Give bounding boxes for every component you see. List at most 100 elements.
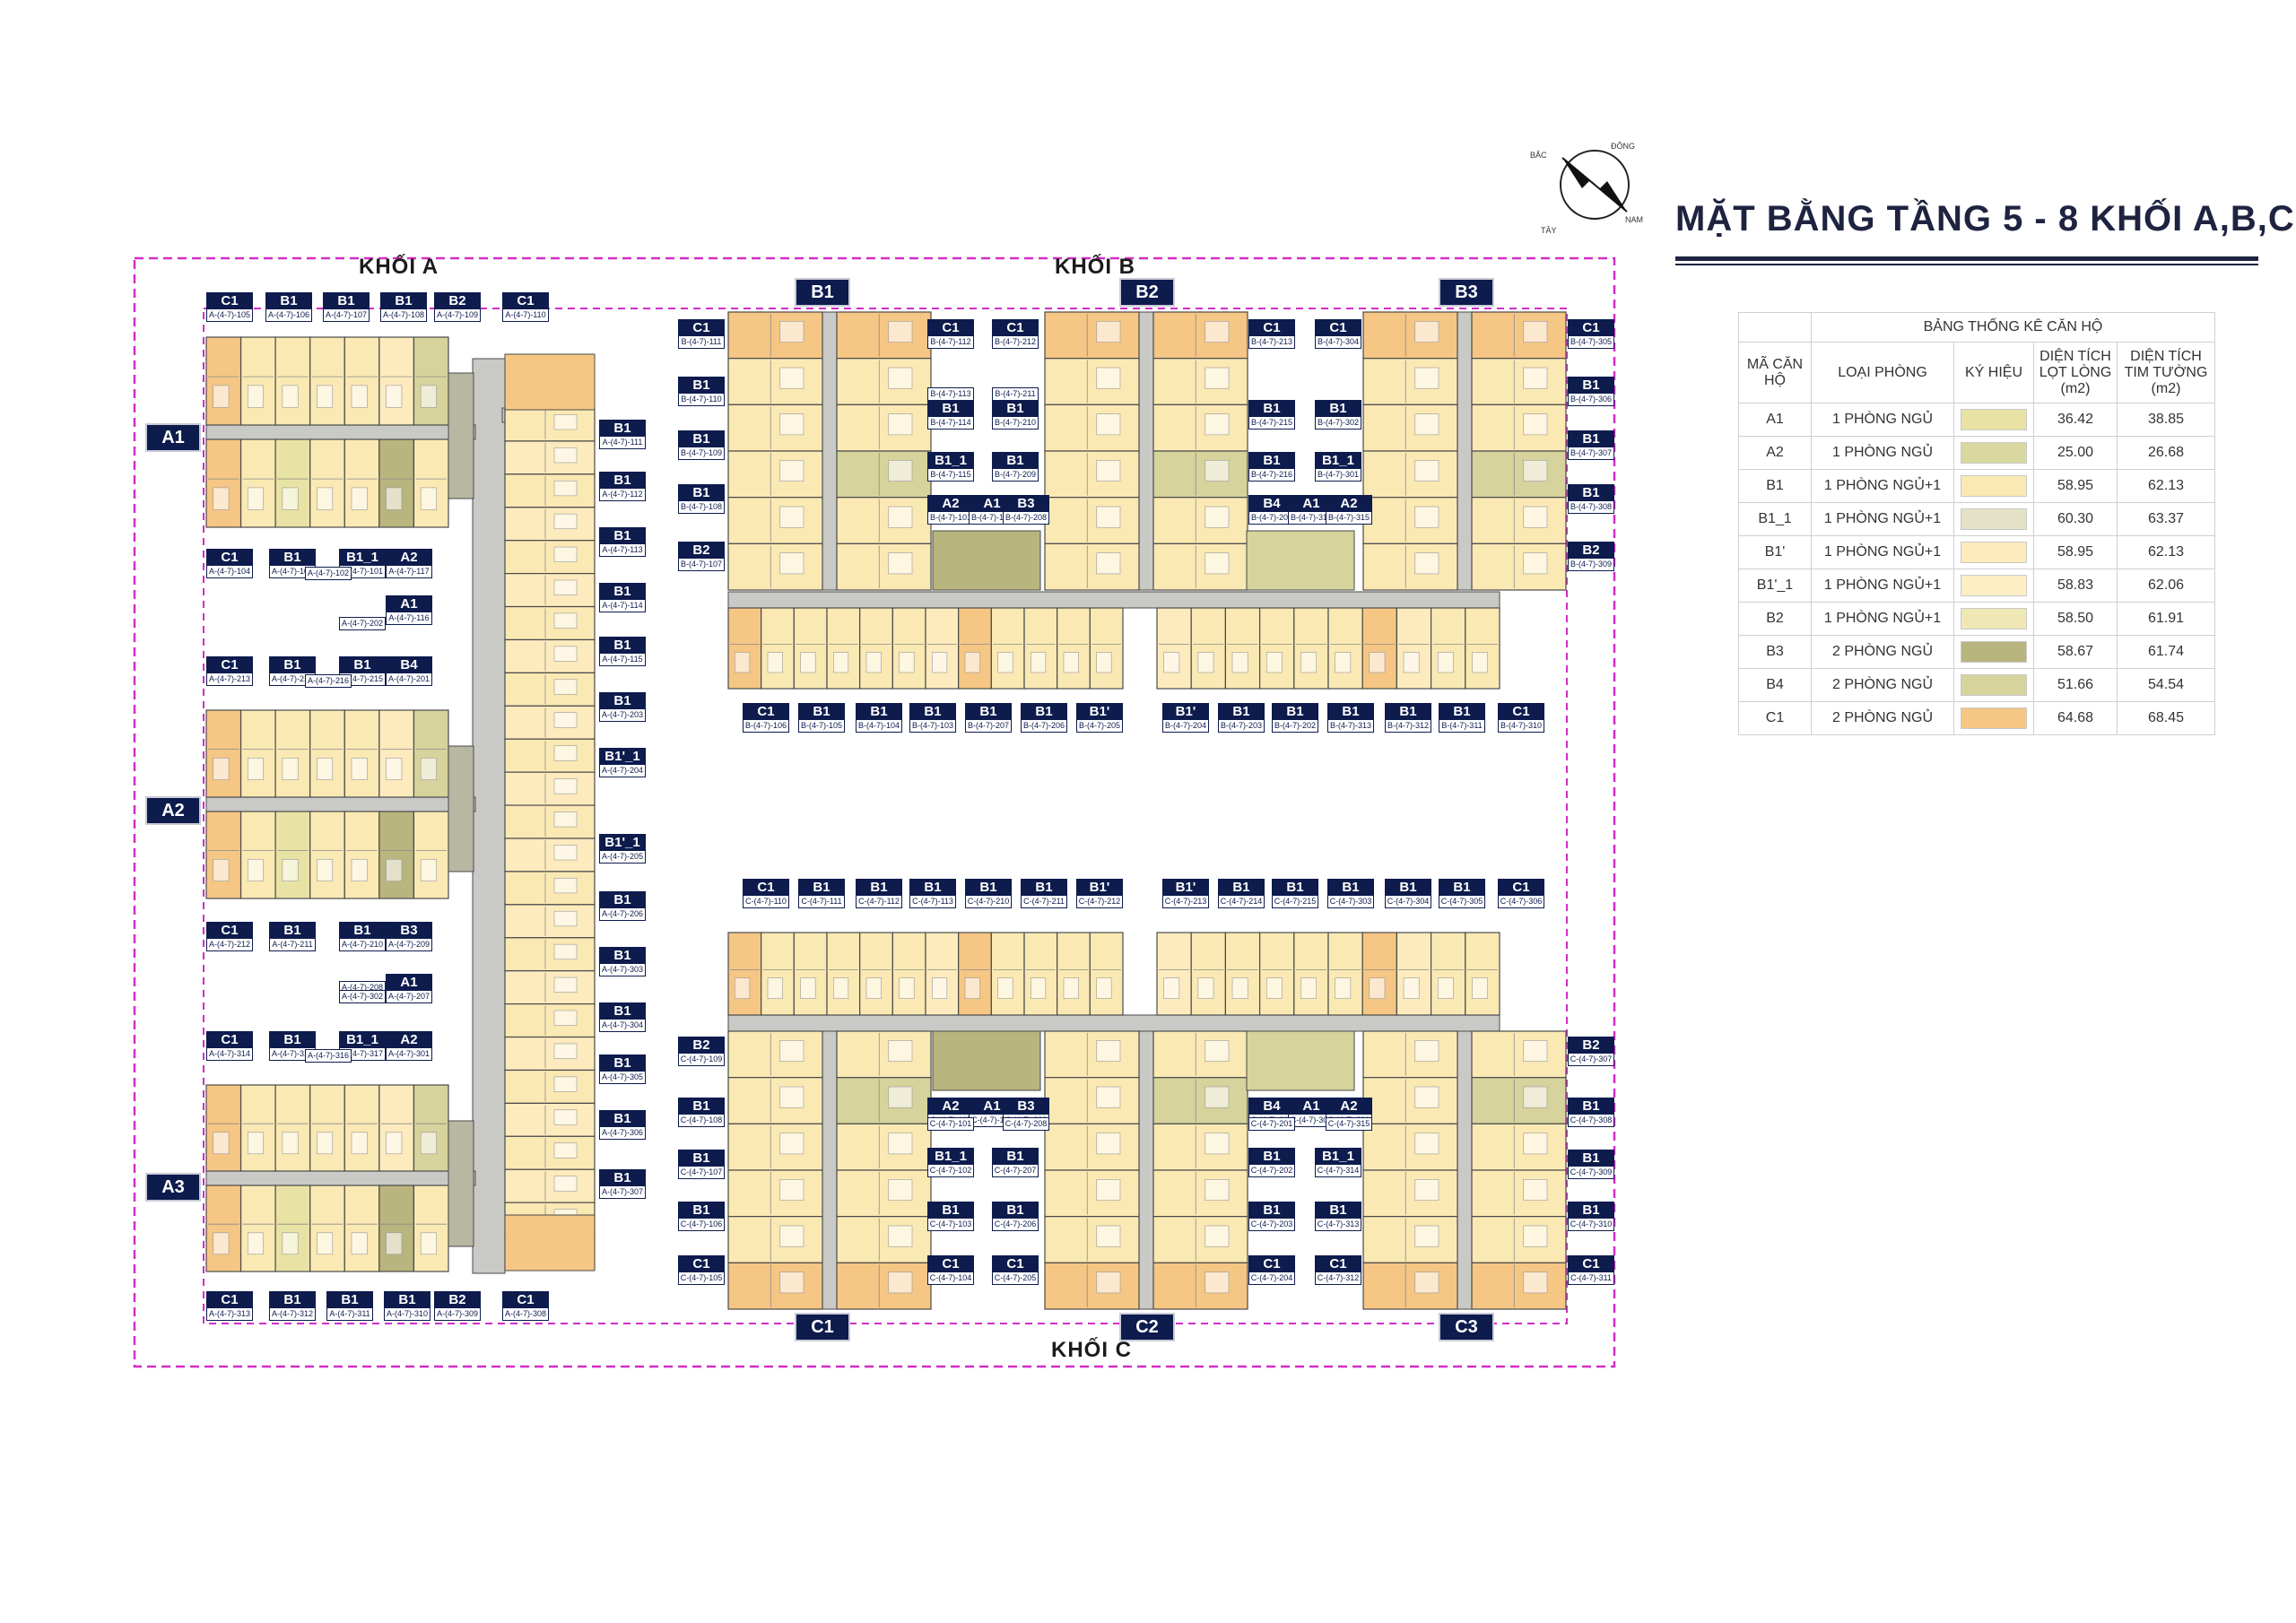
unit-code: A-(4-7)-115 <box>599 654 646 666</box>
block-a-east-wing-bed <box>553 943 578 960</box>
block-b-main-corridor <box>727 591 1500 609</box>
block-a-cluster-bottom-bed <box>351 487 368 510</box>
block-b-finger-east-bed <box>1205 321 1230 343</box>
block-b-finger-east-bed <box>888 367 913 389</box>
block-c-finger-east-unit <box>1152 1123 1248 1171</box>
block-a-east-wing-unit <box>504 1069 596 1104</box>
block-a-cluster-bottom-bed <box>351 859 368 881</box>
block-a-east-wing-unit <box>504 1168 596 1203</box>
block-c-north-wing-left-unit <box>925 932 960 1016</box>
unit-code: B-(4-7)-304 <box>1315 336 1361 349</box>
block-c-north-wing-left-unit <box>761 932 795 1016</box>
unit-type: B2 <box>434 1291 481 1308</box>
block-a-cluster-bottom-unit <box>205 811 242 899</box>
compass-west-label: TÂY <box>1541 226 1557 235</box>
block-b-south-wing-left-unit <box>826 607 861 690</box>
block-a-east-wing-unit <box>504 638 596 673</box>
unit-type: C1 <box>206 1291 253 1308</box>
unit-type: B1 <box>1218 703 1265 720</box>
block-c-finger-west-bed <box>1414 1179 1439 1201</box>
unit-subcode: C-(4-7)-101 <box>927 1117 974 1131</box>
block-a-east-wing-bed <box>553 1176 578 1192</box>
block-a-cluster-top-unit <box>309 1084 345 1172</box>
block-a-cluster-top-bed <box>386 385 403 408</box>
stat-inner-area: 58.95 <box>2033 535 2118 569</box>
stat-inner-area: 60.30 <box>2033 502 2118 536</box>
block-a-east-wing-unit <box>504 771 596 806</box>
unit-subcode: A-(4-7)-102 <box>305 567 352 580</box>
unit-type: B1 <box>380 292 427 309</box>
block-c-finger-west-bed <box>1096 1225 1121 1247</box>
unit-type: C1 <box>206 549 253 566</box>
block-b-finger-west-unit <box>1362 497 1458 544</box>
block-b-finger-west-bed <box>1414 552 1439 575</box>
block-c-finger-east-bed <box>888 1133 913 1155</box>
block-b-south-wing-right-unit <box>1396 607 1432 690</box>
block-c-finger-west-bed <box>779 1225 804 1247</box>
unit-type: C1 <box>1248 319 1295 336</box>
block-a-east-wing-bed <box>553 845 578 861</box>
unit-type: B1_1 <box>927 1148 974 1165</box>
block-c-north-wing-right-unit <box>1327 932 1363 1016</box>
unit-code: B-(4-7)-202 <box>1272 720 1318 733</box>
block-b-south-wing-right-unit <box>1156 607 1192 690</box>
block-b-south-wing-left-unit <box>1057 607 1091 690</box>
block-a-cluster-bottom-bed <box>420 859 437 881</box>
block-a-east-wing-unit <box>504 605 596 641</box>
block-a-east-wing-unit <box>504 937 596 972</box>
block-a-east-wing-bed <box>553 910 578 927</box>
block-b-finger-west-unit <box>1362 450 1458 499</box>
unit-code: A-(4-7)-211 <box>269 939 316 951</box>
block-c-north-wing-left-bed <box>865 977 882 999</box>
block-a-cluster-bottom-bed <box>386 859 403 881</box>
unit-code: B-(4-7)-106 <box>743 720 789 733</box>
unit-type: C1 <box>1315 319 1361 336</box>
block-b-finger-east-bed <box>1523 367 1548 389</box>
unit-type: B1 <box>678 430 725 447</box>
block-b-finger-west-bed <box>1414 367 1439 389</box>
stat-inner-area: 58.83 <box>2033 568 2118 603</box>
block-a-cluster-top-unit <box>413 709 449 798</box>
block-a-cluster-top-bed <box>317 1132 334 1155</box>
block-b-south-wing-right-unit <box>1190 607 1226 690</box>
unit-code: B-(4-7)-309 <box>1568 559 1614 571</box>
compass-arrow-north <box>1562 158 1589 188</box>
block-a-cluster-bottom-bed <box>213 859 230 881</box>
unit-type: B1 <box>339 922 386 939</box>
unit-subcode: A-(4-7)-216 <box>305 674 352 688</box>
unit-code: A-(4-7)-309 <box>434 1308 481 1321</box>
block-a-east-wing-bed <box>553 1010 578 1026</box>
unit-type: B1 <box>599 947 646 964</box>
block-b-finger-west-unit <box>727 311 823 360</box>
unit-type: B3 <box>1003 1098 1049 1115</box>
unit-code: B-(4-7)-113 <box>927 387 974 401</box>
unit-code: A-(4-7)-307 <box>599 1186 646 1199</box>
block-c-finger-west-bed <box>1096 1040 1121 1062</box>
block-section-label: B2 <box>1119 278 1175 307</box>
block-c-finger-west-bed <box>1096 1133 1121 1155</box>
block-a-cluster-top-bed <box>386 1132 403 1155</box>
block-b-finger-west-unit <box>1362 358 1458 405</box>
block-b-south-wing-right-unit <box>1293 607 1329 690</box>
block-c-finger-west-bed <box>779 1040 804 1062</box>
block-c-finger-east-bed <box>1205 1271 1230 1294</box>
